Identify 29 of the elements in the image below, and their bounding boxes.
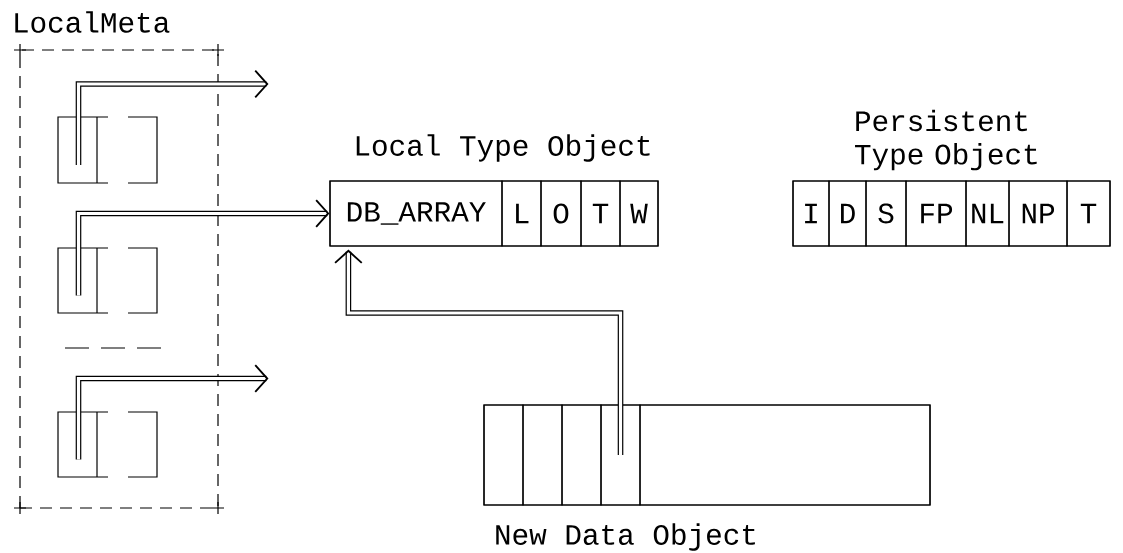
- table-cell: T: [1066, 180, 1111, 247]
- entry-box: [57, 247, 158, 314]
- node-label: New Data Object: [496, 523, 755, 551]
- dashed-container: LocalMeta: [13, 11, 225, 515]
- record-cell: [600, 404, 641, 506]
- record-cell: [522, 404, 563, 506]
- table-cell: NL: [965, 180, 1010, 247]
- double-arrow: [75, 69, 269, 165]
- table-cell: NP: [1008, 180, 1068, 247]
- table-cell: T: [580, 180, 621, 247]
- node-label: LocalMeta: [15, 11, 170, 33]
- table-cell: L: [501, 180, 542, 247]
- record-cell: [561, 404, 602, 506]
- table-cell: FP: [905, 180, 967, 247]
- table-cell: DB_ARRAY: [329, 180, 503, 247]
- table-cell: I: [792, 180, 830, 247]
- table-cell: D: [828, 180, 867, 247]
- table-cell: W: [619, 180, 659, 247]
- record-cell: [483, 404, 524, 506]
- entry-box: [57, 116, 158, 184]
- table-cell: S: [865, 180, 907, 247]
- record-cell: [639, 404, 931, 506]
- node-label: Persistent Type Object: [855, 109, 1037, 171]
- double-arrow: [75, 364, 269, 460]
- node-label: Local Type Object: [356, 134, 650, 162]
- table-cell: O: [540, 180, 582, 247]
- double-arrow: [75, 199, 330, 296]
- entry-box: [57, 411, 158, 478]
- double-arrow: [334, 249, 624, 455]
